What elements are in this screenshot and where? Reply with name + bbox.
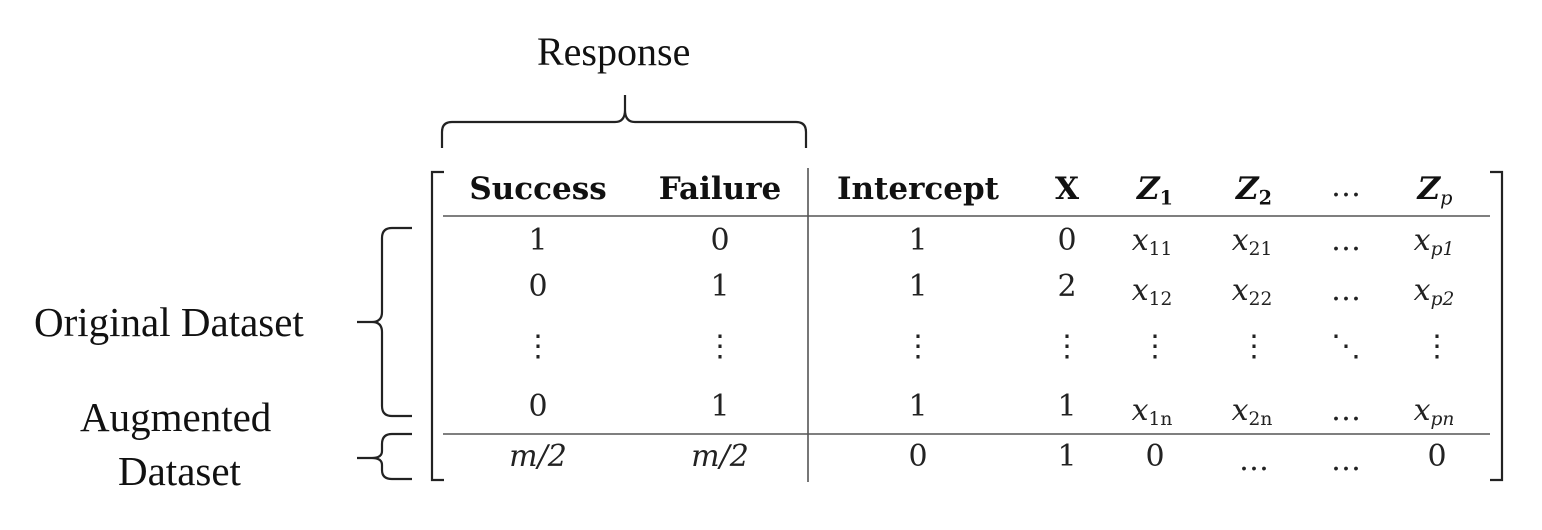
r1-success: 1 — [528, 223, 548, 258]
header-intercept: Intercept — [836, 171, 1000, 207]
vdots-zp: ⋮ — [1422, 329, 1452, 364]
r2-z2: x22 — [1231, 273, 1273, 311]
header-success: Success — [469, 171, 607, 207]
header-z2: Z2 — [1235, 171, 1273, 210]
response-brace — [440, 95, 808, 148]
r2-zp: xp2 — [1413, 273, 1455, 311]
r1-z2: x21 — [1231, 223, 1273, 261]
aug-dots: … — [1331, 443, 1361, 478]
r2-dots: … — [1331, 273, 1361, 308]
r2-x: 2 — [1057, 269, 1077, 304]
header-dots: … — [1331, 169, 1361, 204]
r1-x: 0 — [1057, 223, 1077, 258]
r2-z1: x12 — [1131, 273, 1173, 311]
rn-z2: x2n — [1231, 393, 1273, 431]
vdots-failure: ⋮ — [705, 329, 735, 364]
r2-intercept: 1 — [908, 269, 928, 304]
rn-dots: … — [1331, 393, 1361, 428]
r1-intercept: 1 — [908, 223, 928, 258]
original-dataset-label: Original Dataset — [34, 299, 304, 345]
rn-failure: 1 — [710, 389, 730, 424]
r1-z1: x11 — [1131, 223, 1173, 261]
rn-intercept: 1 — [908, 389, 928, 424]
aug-z1: 0 — [1145, 439, 1165, 474]
matrix-left-bracket — [430, 170, 444, 482]
matrix-right-bracket — [1490, 170, 1504, 482]
header-z1: Z1 — [1136, 171, 1174, 210]
r2-failure: 1 — [710, 269, 730, 304]
header-failure: Failure — [658, 171, 782, 207]
header-x: X — [1054, 171, 1080, 207]
aug-x: 1 — [1057, 439, 1077, 474]
augmented-label-line1: Augmented — [80, 394, 272, 440]
vdots-intercept: ⋮ — [903, 329, 933, 364]
vdots-z1: ⋮ — [1140, 329, 1170, 364]
original-brace — [357, 226, 412, 418]
aug-zp: 0 — [1427, 439, 1447, 474]
augmented-label-line2: Dataset — [118, 448, 241, 494]
ddots: ⋱ — [1331, 329, 1361, 364]
aug-intercept: 0 — [908, 439, 928, 474]
vdots-x: ⋮ — [1052, 329, 1082, 364]
vdots-success: ⋮ — [523, 329, 553, 364]
response-label: Response — [537, 29, 691, 74]
vdots-z2: ⋮ — [1239, 329, 1269, 364]
r1-zp: xp1 — [1413, 223, 1455, 261]
rn-x: 1 — [1057, 389, 1077, 424]
header-zp: Zp — [1417, 171, 1453, 210]
augmented-brace — [357, 432, 412, 481]
rn-z1: x1n — [1131, 393, 1173, 431]
r2-success: 0 — [528, 269, 548, 304]
r1-dots: … — [1331, 223, 1361, 258]
aug-failure: m/2 — [691, 439, 749, 474]
aug-success: m/2 — [509, 439, 567, 474]
rn-zp: xpn — [1413, 393, 1455, 431]
aug-z2: … — [1239, 443, 1269, 478]
r1-failure: 0 — [710, 223, 730, 258]
rn-success: 0 — [528, 389, 548, 424]
